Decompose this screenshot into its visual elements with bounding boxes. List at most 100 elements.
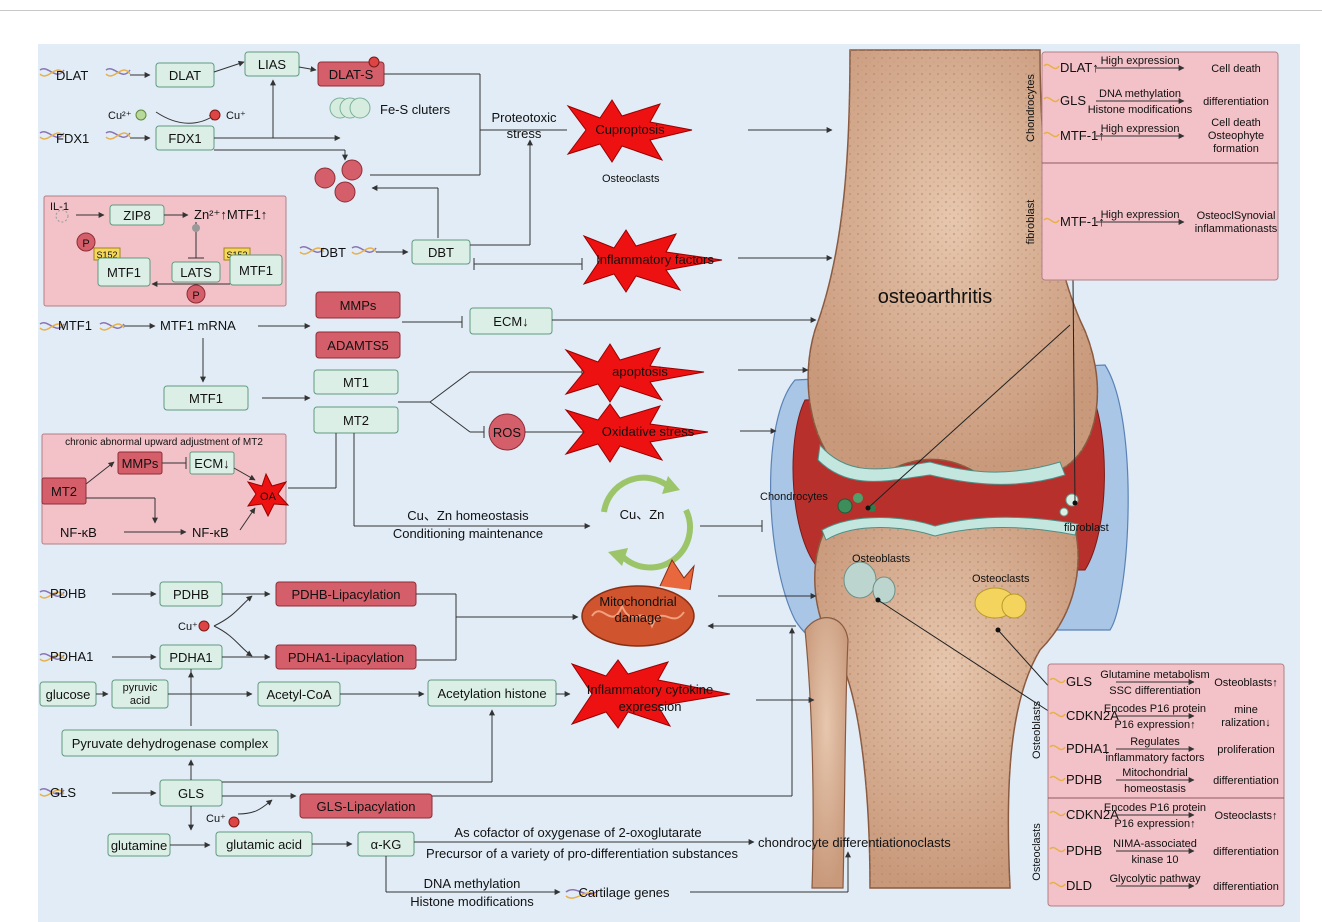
fes-label: Fe-S cluters [380, 102, 451, 117]
box-glucose: glucose [46, 687, 91, 702]
box-glutamic-acid: glutamic acid [226, 837, 302, 852]
knee-osteoclasts-label: Osteoclasts [972, 573, 1030, 585]
oa-label: OA [260, 491, 277, 503]
panel-bottom-below-5: kinase 10 [1131, 854, 1178, 866]
box-adamts5: ADAMTS5 [327, 338, 388, 353]
box-zip8: ZIP8 [123, 208, 150, 223]
panel-top-side-2: fibroblast [1025, 200, 1037, 245]
box-pyruvate-dehydrogenase-complex: Pyruvate dehydrogenase complex [72, 736, 269, 751]
panel-top-above-0: High expression [1101, 55, 1180, 67]
inflammatory-cytokine-label-1: Inflammatory cytokine [587, 682, 713, 697]
histone-modifications-label: Histone modifications [410, 894, 534, 909]
box-lias: LIAS [258, 57, 287, 72]
gene-mtf1: MTF1 [58, 318, 92, 333]
box-gls: GLS [178, 786, 204, 801]
mito-damage-label-1: Mitochondrial [599, 594, 676, 609]
gene-nfkb: NF-κB [60, 525, 97, 540]
gene-dbt: DBT [320, 245, 346, 260]
panel-top-gene-0: DLAT↑ [1060, 60, 1099, 75]
panel-bottom-above-2: Regulates [1130, 736, 1180, 748]
chondrocyte-differentiation-label: chondrocyte differentiationoclasts [758, 835, 951, 850]
dna-methylation-label: DNA methylation [424, 876, 521, 891]
panel-top-result-2: Cell deathOsteophyteformation [1208, 117, 1264, 155]
zn-mtf1-label: Zn²⁺↑MTF1↑ [194, 207, 267, 222]
panel-bottom-gene-2: PDHA1 [1066, 741, 1109, 756]
nfkb-target: NF-κB [192, 525, 229, 540]
box-pyruvic-2: acid [130, 695, 150, 707]
panel-bottom-below-2: inflammatory factors [1105, 752, 1205, 764]
panel-bottom-below-0: SSC differentiation [1109, 685, 1201, 697]
panel-bottom-above-0: Glutamine metabolism [1100, 669, 1209, 681]
phospho-p-2: P [192, 290, 199, 302]
cuproptosis-label: Cuproptosis [595, 122, 665, 137]
gene-dlat: DLAT [56, 68, 88, 83]
inflammatory-factors-label: Inflammatory factors [596, 252, 714, 267]
box-ecm: ECM↓ [493, 314, 528, 329]
gene-gls: GLS [50, 785, 76, 800]
precursor-label: Precursor of a variety of pro-differenti… [426, 846, 738, 861]
mito-damage-label-2: damage [615, 610, 662, 625]
box-pyruvic-1: pyruvic [123, 682, 158, 694]
cofactor-label: As cofactor of oxygenase of 2-oxoglutara… [454, 825, 701, 840]
panel-bottom-above-1: Encodes P16 protein [1104, 703, 1206, 715]
box-pdhb-lipacylation: PDHB-Lipacylation [291, 587, 400, 602]
inflammatory-cytokine-label-2: expression [619, 699, 682, 714]
chondrocyte-fibroblast-panel [1042, 52, 1278, 280]
panel-bottom-gene-3: PDHB [1066, 772, 1102, 787]
box-alpha-kg: α-KG [371, 837, 402, 852]
gene-fdx1: FDX1 [56, 131, 89, 146]
box-mtf1-right: MTF1 [239, 263, 273, 278]
oxidative-stress-label: Oxidative stress [602, 424, 695, 439]
il1-label: IL-1 [50, 201, 69, 213]
box-acetyl-coa: Acetyl-CoA [266, 687, 331, 702]
panel-bottom-below-1: P16 expression↑ [1114, 719, 1195, 731]
knee-chondrocytes-label: Chondrocytes [760, 491, 828, 503]
panel-bottom-above-6: Glycolytic pathway [1109, 873, 1201, 885]
panel-top-side-1: Chondrocytes [1025, 74, 1037, 142]
cu-zn-cycle-label: Cu、Zn [620, 507, 665, 522]
box-pdha1: PDHA1 [169, 650, 212, 665]
box-lats: LATS [180, 265, 212, 280]
knee-fibroblast-label: fibroblast [1064, 522, 1109, 534]
cu1-label: Cu⁺ [226, 110, 246, 122]
box-acetylation-histone: Acetylation histone [437, 686, 546, 701]
proteotoxic-label-2: stress [507, 126, 542, 141]
cartilage-genes-label: Cartilage genes [578, 885, 670, 900]
knee-title: osteoarthritis [878, 286, 993, 308]
panel-top-above-3: High expression [1101, 209, 1180, 221]
box-mt1: MT1 [343, 375, 369, 390]
cu2-label: Cu²⁺ [108, 110, 132, 122]
mt2-panel-title: chronic abnormal upward adjustment of MT… [65, 437, 263, 448]
box-mt2: MT2 [343, 413, 369, 428]
panel-bottom-side-1: Osteoblasts [1031, 700, 1043, 759]
box-glutamine: glutamine [111, 838, 167, 853]
panel-bottom-gene-5: PDHB [1066, 843, 1102, 858]
panel-bottom-gene-0: GLS [1066, 674, 1092, 689]
knee-osteoblasts-label: Osteoblasts [852, 553, 911, 565]
panel-top-below-1: Histone modifications [1088, 104, 1193, 116]
box-pdha1-lipacylation: PDHA1-Lipacylation [288, 650, 404, 665]
ros-label: ROS [493, 425, 522, 440]
gene-pdha1: PDHA1 [50, 649, 93, 664]
panel-top-result-0: Cell death [1211, 63, 1261, 75]
panel-bottom-result-5: differentiation [1213, 846, 1279, 858]
box-fdx1: FDX1 [168, 131, 201, 146]
panel-bottom-side-2: Osteoclasts [1031, 823, 1043, 881]
panel-bottom-gene-6: DLD [1066, 878, 1092, 893]
panel-bottom-above-5: NIMA-associated [1113, 838, 1197, 850]
panel-bottom-result-2: proliferation [1217, 744, 1274, 756]
box-mmps: MMPs [340, 298, 377, 313]
homeostasis-label-1: Cu、Zn homeostasis [407, 508, 529, 523]
panel-bottom-result-0: Osteoblasts↑ [1214, 677, 1278, 689]
panel-bottom-below-4: P16 expression↑ [1114, 818, 1195, 830]
gene-pdhb: PDHB [50, 586, 86, 601]
panel-top-above-2: High expression [1101, 123, 1180, 135]
box-dlat-s: DLAT-S [329, 67, 374, 82]
panel-bottom-below-3: homeostasis [1124, 783, 1186, 795]
panel-bottom-result-6: differentiation [1213, 881, 1279, 893]
mtf1-mrna-label: MTF1 mRNA [160, 318, 236, 333]
homeostasis-label-2: Conditioning maintenance [393, 526, 543, 541]
panel-top-above-1: DNA methylation [1099, 88, 1181, 100]
